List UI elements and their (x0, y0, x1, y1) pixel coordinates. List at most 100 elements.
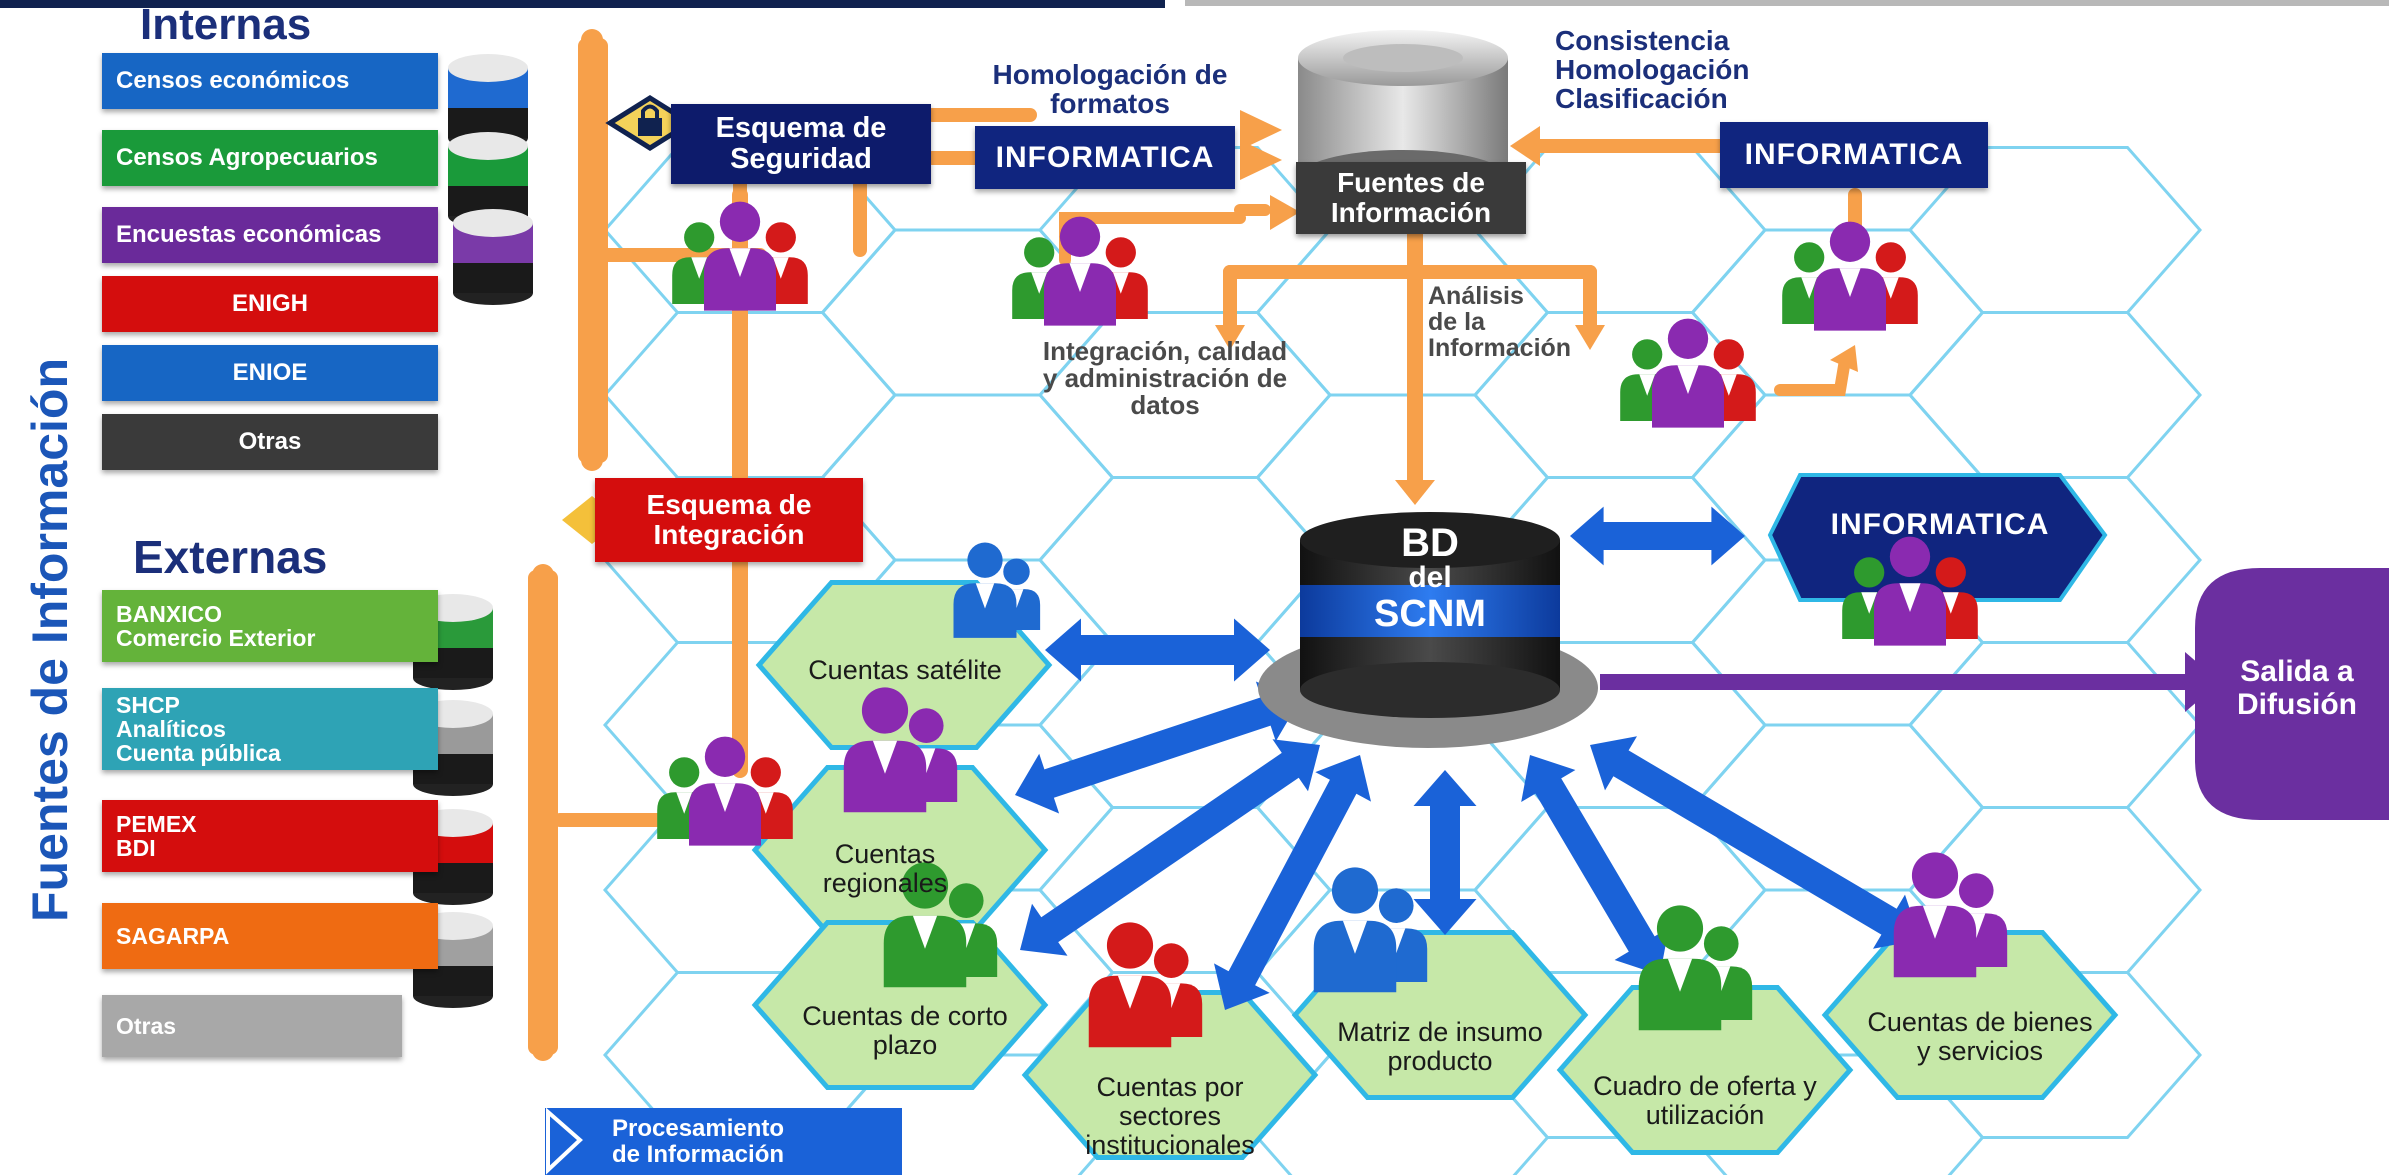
cuenta-line: Matriz de insumo (1337, 1017, 1543, 1047)
esquema-integracion-line2: Integración (653, 519, 805, 550)
hex-outline (1908, 311, 2202, 479)
cuenta-line: y servicios (1916, 1036, 2044, 1066)
purple-arrow-shaft (1600, 674, 2190, 690)
double-arrow (1015, 681, 1300, 814)
source-censos-agropecuarios: Censos Agropecuarios (102, 130, 438, 186)
hex-outline (603, 311, 897, 479)
source-label: Otras (116, 1012, 177, 1039)
source-label: Cuenta pública (116, 740, 281, 766)
play-icon (546, 1107, 583, 1175)
source-label: Otras (238, 428, 302, 455)
esquema-seguridad-line1: Esquema de (715, 112, 887, 144)
orange-bar-internas (578, 38, 608, 463)
bd-scnm-label: BD del SCNM (1300, 522, 1560, 636)
cuenta-line: producto (1387, 1046, 1493, 1076)
source-enioe: ENIOE (102, 345, 438, 401)
cuenta-line: Cuadro de oferta y (1593, 1071, 1817, 1101)
double-arrow (1020, 739, 1320, 956)
internas-title: Internas (140, 0, 312, 49)
source-censos-economicos: Censos económicos (102, 53, 438, 109)
source-label: Censos económicos (116, 67, 350, 94)
source-otras-externas: Otras (102, 995, 402, 1057)
source-label: PEMEX (116, 811, 197, 837)
source-enigh: ENIGH (102, 276, 438, 332)
double-arrow (1521, 755, 1669, 975)
cuenta-line: utilización (1645, 1100, 1765, 1130)
team-icon (1842, 536, 1978, 646)
team-icon (1782, 221, 1918, 331)
cuenta-line: Cuentas (834, 839, 936, 869)
cuenta-line: Cuentas de bienes (1867, 1007, 2093, 1037)
integracion-line2: y administración de (1042, 363, 1288, 393)
esquema-integracion-line1: Esquema de (646, 489, 812, 520)
externas-title: Externas (133, 531, 328, 583)
pair-icon (1638, 905, 1753, 1031)
pair-icon (1893, 852, 2008, 978)
pair-icon (953, 542, 1041, 638)
bd-line2: del (1408, 561, 1452, 594)
team-icon (1012, 216, 1148, 326)
fuentes-side-label: Fuentes de Información (22, 358, 78, 922)
informatica-box-1: INFORMATICA (975, 126, 1235, 189)
informatica-hexagon (1767, 473, 2108, 602)
bd-scnm-cylinder (1258, 512, 1598, 748)
top-bar-gray (1185, 0, 2389, 6)
procesamiento-line2: de Información (612, 1141, 785, 1168)
integracion-line3: datos (1130, 390, 1200, 420)
analisis-line3: Información (1428, 334, 1572, 362)
salida-line1: Salida a (2240, 655, 2354, 688)
bd-line1: BD (1401, 521, 1459, 565)
source-label: ENIOE (232, 359, 308, 386)
hex-outline (820, 393, 1115, 562)
cuenta-line: regionales (822, 868, 948, 898)
salida-line2: Difusión (2237, 688, 2357, 721)
source-label: BDI (116, 835, 156, 861)
team-icon (672, 201, 808, 311)
source-label: Analíticos (116, 716, 226, 742)
pair-icon (883, 862, 998, 988)
cuenta-line: Cuentas por (1096, 1072, 1244, 1102)
orange-bar-externas (528, 570, 558, 1055)
cuenta-line: institucionales (1085, 1130, 1255, 1160)
homologacion-line2: formatos (1050, 88, 1170, 119)
cuenta-line: sectores (1118, 1101, 1222, 1131)
fuentes-line2: Información (1330, 197, 1492, 228)
source-label: ENIGH (231, 290, 308, 317)
source-label: SAGARPA (116, 922, 230, 949)
top-bar-navy (0, 0, 1165, 8)
cuenta-line: Cuentas de corto (802, 1001, 1008, 1031)
bd-line3: SCNM (1374, 593, 1486, 635)
double-arrow (1590, 736, 1920, 949)
blue-arrows (1015, 506, 1920, 1010)
consistencia-line2: Homologación (1555, 54, 1750, 85)
source-encuestas-economicas: Encuestas económicas (102, 207, 438, 263)
pair-icon (1313, 867, 1428, 993)
consistencia-line1: Consistencia (1555, 25, 1730, 56)
fuentes-line1: Fuentes de (1337, 167, 1485, 198)
orange-arrowheads (1215, 110, 1858, 505)
homologacion-line1: Homologación de (992, 59, 1228, 90)
double-arrow (1413, 770, 1477, 935)
source-label: BANXICO (116, 601, 223, 627)
people-icons (657, 201, 2008, 1048)
pair-icon (1088, 922, 1203, 1048)
team-icon (1620, 318, 1756, 428)
source-cylinder-icon (453, 209, 533, 305)
double-arrow (1570, 506, 1745, 566)
source-otras-internas: Otras (102, 414, 438, 470)
informatica-hex-label: INFORMATICA (1830, 508, 2050, 541)
hex-outline (1908, 641, 2202, 809)
